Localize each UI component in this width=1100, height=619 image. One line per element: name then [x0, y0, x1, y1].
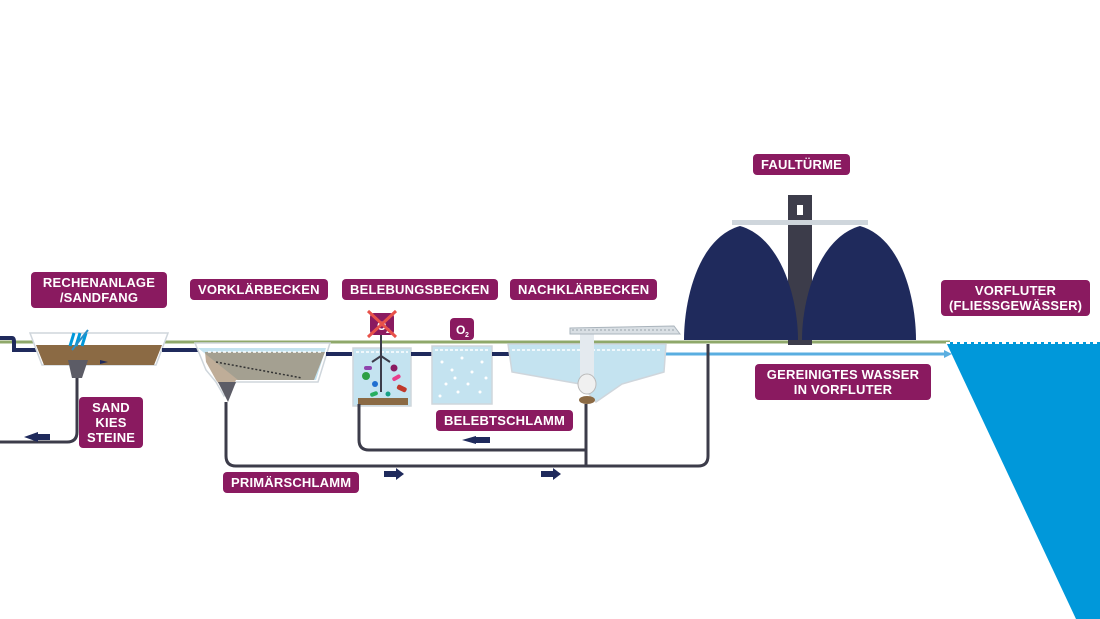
- inflow-pipe: [0, 336, 40, 352]
- label-vorklaerbecken: VORKLÄRBECKEN: [190, 279, 328, 300]
- label-vorfluter: VORFLUTER(FLIESSGEWÄSSER): [941, 280, 1090, 316]
- receiving-water: [946, 342, 1100, 619]
- svg-text:O: O: [456, 323, 465, 337]
- arrow-right-primary-1: [384, 468, 404, 480]
- label-belebtschlamm: BELEBTSCHLAMM: [436, 410, 574, 431]
- label-nachklaerbecken: NACHKLÄRBECKEN: [510, 279, 658, 300]
- no-oxygen-icon: O 2: [366, 309, 398, 339]
- svg-text:2: 2: [465, 332, 469, 339]
- treated-water-arrowhead: [944, 350, 952, 358]
- flow-arrows: [24, 360, 561, 480]
- arrow-left-sand: [24, 432, 50, 442]
- arrow-left-sludge: [462, 436, 490, 444]
- arrow-inflow: [100, 360, 108, 364]
- label-primaerschlamm: PRIMÄRSCHLAMM: [223, 472, 360, 493]
- digester-towers: [684, 195, 916, 345]
- primary-clarifier-tank: [193, 342, 332, 402]
- secondary-clarifier-tank: [507, 325, 681, 404]
- label-rechenanlage: RECHENANLAGE/SANDFANG: [31, 272, 167, 308]
- label-belebungsbecken: BELEBUNGSBECKEN: [342, 279, 498, 300]
- label-faultuerme: FAULTÜRME: [753, 154, 850, 175]
- sludge-pipes: [0, 344, 710, 468]
- oxygen-icon: O 2: [450, 318, 474, 340]
- aeration-tank-anoxic: [352, 335, 412, 407]
- arrow-right-primary-2: [541, 468, 561, 480]
- aeration-tank-oxic: [431, 345, 493, 405]
- screening-grit-chamber: [28, 329, 170, 378]
